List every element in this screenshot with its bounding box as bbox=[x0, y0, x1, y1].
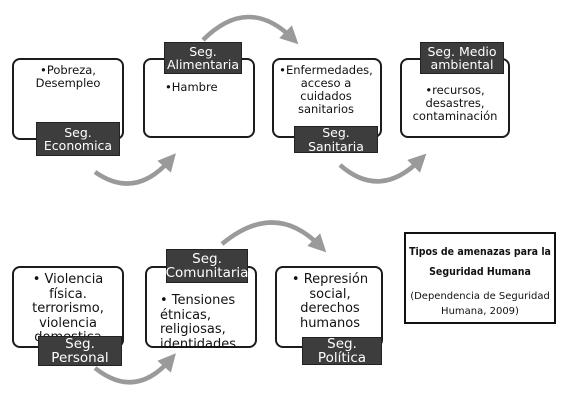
box-text-seg-medio-ambiental: •recursos, desastres, contaminación bbox=[412, 83, 498, 123]
curved-arrow-icon bbox=[338, 153, 427, 184]
box-text-seg-alimentaria: •Hambre bbox=[165, 80, 218, 94]
diagram-caption-box: Tipos de amenazas para la Seguridad Huma… bbox=[404, 232, 556, 324]
label-seg-comunitaria: Seg. Comunitaria bbox=[165, 249, 249, 283]
label-seg-economica: Seg. Economica bbox=[36, 122, 120, 156]
box-text-seg-comunitaria: • Tensiones étnicas, religiosas, identid… bbox=[160, 293, 237, 352]
label-seg-medio-ambiental: Seg. Medio ambiental bbox=[420, 42, 504, 74]
label-seg-alimentaria: Seg. Alimentaria bbox=[164, 42, 242, 74]
label-seg-politica: Seg. Política bbox=[302, 336, 382, 365]
curved-arrow-icon bbox=[220, 220, 327, 253]
label-seg-personal: Seg. Personal bbox=[38, 336, 122, 366]
label-seg-sanitaria: Seg. Sanitaria bbox=[294, 126, 378, 153]
box-text-seg-personal: • Violencia física. terrorismo, violenci… bbox=[32, 272, 104, 344]
box-text-seg-sanitaria: •Enfermedades, acceso a cuidados sanitar… bbox=[279, 63, 373, 116]
curved-arrow-icon bbox=[201, 14, 299, 45]
diagram-title: Tipos de amenazas para la Seguridad Huma… bbox=[409, 246, 551, 278]
box-text-seg-economica: •Pobreza, Desempleo bbox=[35, 63, 101, 90]
box-text-seg-politica: • Represión social, derechos humanos bbox=[291, 272, 369, 331]
curved-arrow-icon bbox=[93, 153, 176, 186]
source-note: (Dependencia de Seguridad Humana, 2009) bbox=[410, 291, 550, 317]
